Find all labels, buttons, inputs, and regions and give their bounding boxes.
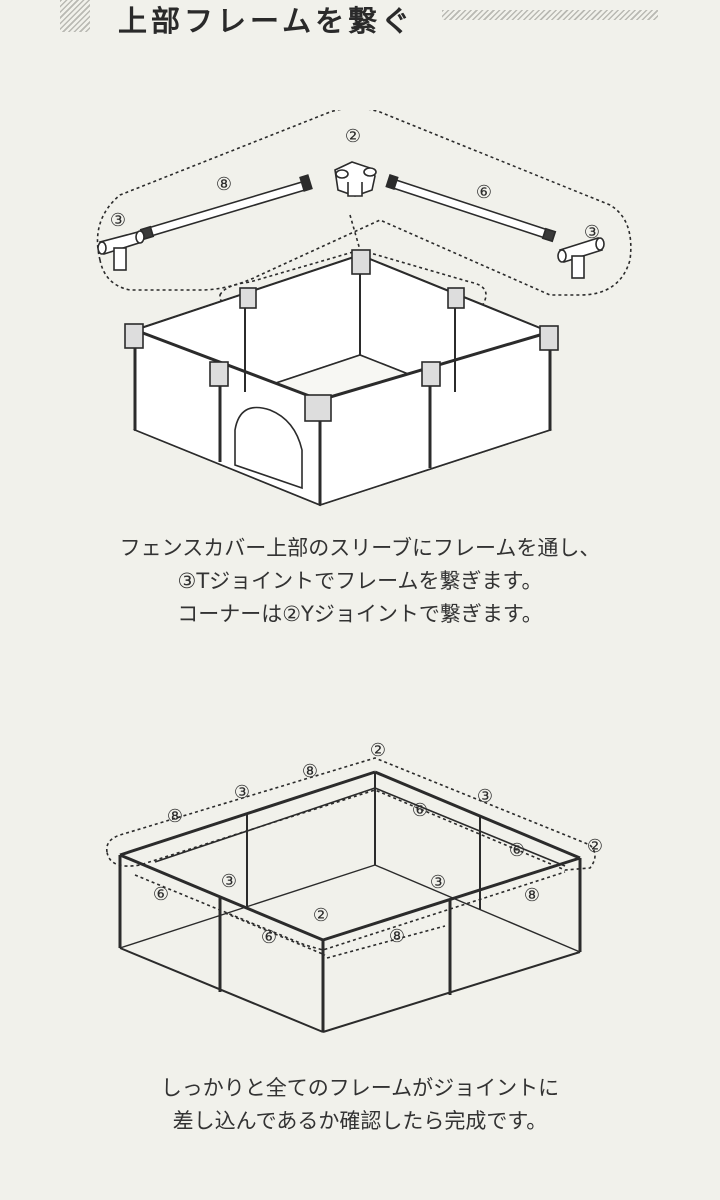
playpen-illustration	[124, 249, 559, 507]
label-front-3: ③	[430, 872, 446, 893]
instruction-line: コーナーは②Yジョイントで繋ぎます。	[177, 602, 543, 626]
t-joint-left-part	[97, 230, 145, 271]
instruction-text-1: フェンスカバー上部のスリーブにフレームを通し、 ③Tジョイントでフレームを繋ぎま…	[0, 532, 720, 631]
label-front-8: ⑧	[389, 926, 405, 947]
label-left-6: ⑥	[153, 884, 169, 905]
label-frame-6: ⑥	[476, 182, 492, 203]
instruction-line: ③Tジョイントでフレームを繋ぎます。	[177, 569, 543, 593]
instruction-line: フェンスカバー上部のスリーブにフレームを通し、	[119, 536, 601, 560]
label-y-joint: ②	[345, 126, 361, 147]
section-title: 上部フレームを繋ぐ	[118, 4, 415, 38]
label-right-6: ⑥	[412, 800, 428, 821]
header-hatch-line	[442, 10, 658, 20]
instruction-line: 差し込んであるか確認したら完成です。	[172, 1109, 548, 1133]
label-frame-8: ⑧	[216, 174, 232, 195]
label-left-8: ⑧	[167, 806, 183, 827]
label-t-joint-left: ③	[110, 210, 126, 231]
t-joint-right-part	[557, 237, 605, 279]
instruction-text-2: しっかりと全てのフレームがジョイントに 差し込んであるか確認したら完成です。	[0, 1072, 720, 1138]
label-front-right-8: ⑧	[524, 885, 540, 906]
frame-bar-6-part	[385, 174, 557, 243]
section-header: 上部フレームを繋ぐ	[0, 0, 720, 40]
label-right-6b: ⑥	[509, 840, 525, 861]
header-hatch-decoration	[60, 0, 90, 32]
label-back-8: ⑧	[302, 761, 318, 782]
instruction-line: しっかりと全てのフレームがジョイントに	[160, 1076, 560, 1100]
label-front-2: ②	[313, 905, 329, 926]
y-joint-part	[334, 161, 377, 197]
label-t-joint-right: ③	[584, 222, 600, 243]
label-left-3: ③	[221, 871, 237, 892]
frame-assembly-diagram: ② ⑧ ⑥ ③ ③	[80, 107, 640, 520]
frame-bar-8-part	[139, 174, 313, 241]
label-top-2: ②	[370, 740, 386, 761]
label-front-6: ⑥	[261, 927, 277, 948]
label-back-3: ③	[234, 782, 250, 803]
label-right-2: ②	[587, 836, 603, 857]
label-right-3: ③	[477, 786, 493, 807]
completed-frame-diagram: ② ⑧ ③ ⑧ ⑥ ③ ⑥ ② ⑥ ③ ③ ② ⑥ ⑧ ⑧	[95, 730, 625, 1040]
